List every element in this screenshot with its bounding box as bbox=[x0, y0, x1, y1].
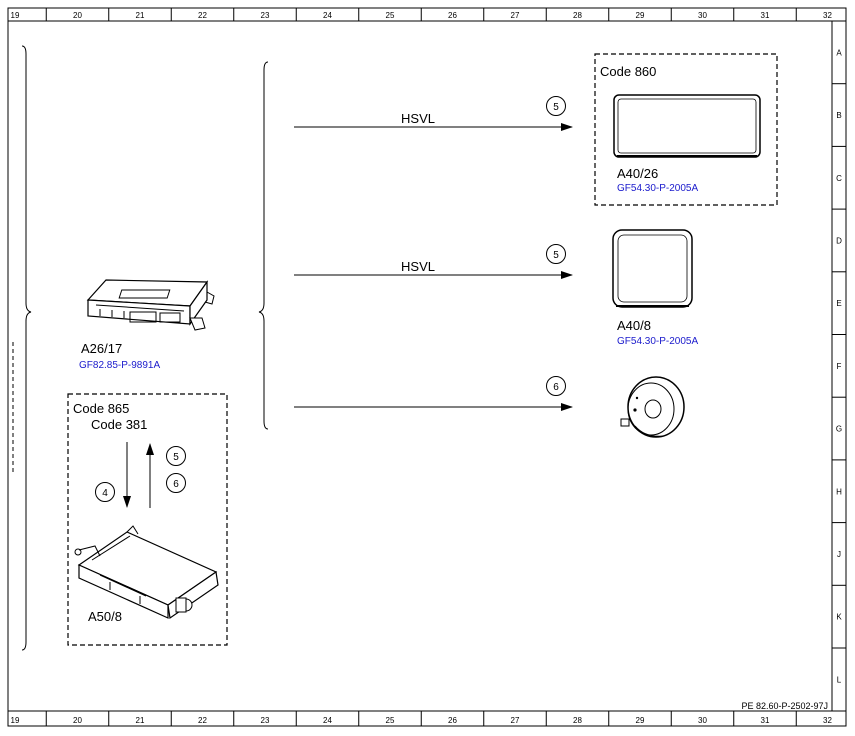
column-label-26: 26 bbox=[448, 716, 457, 725]
column-label-25: 25 bbox=[386, 716, 395, 725]
step-badge-down bbox=[95, 482, 115, 502]
a26-17-id: A26/17 bbox=[81, 341, 122, 356]
speaker-illustration bbox=[620, 376, 685, 438]
column-label-20: 20 bbox=[73, 716, 82, 725]
column-label-28: 28 bbox=[573, 11, 582, 20]
step-number-up-2: 6 bbox=[173, 479, 179, 490]
column-label-30: 30 bbox=[698, 11, 707, 20]
row-label-G: G bbox=[836, 425, 842, 434]
middle-brace bbox=[258, 61, 269, 430]
signal-line-2-label: HSVL bbox=[401, 259, 435, 274]
column-label-22: 22 bbox=[198, 11, 207, 20]
row-label-C: C bbox=[836, 174, 842, 183]
row-label-B: B bbox=[836, 111, 841, 120]
row-label-F: F bbox=[837, 362, 842, 371]
code-381-label: Code 381 bbox=[91, 417, 147, 432]
column-label-31: 31 bbox=[761, 716, 770, 725]
row-label-A: A bbox=[836, 48, 842, 57]
column-label-19: 19 bbox=[11, 11, 20, 20]
column-label-29: 29 bbox=[636, 11, 645, 20]
step-badge-up-1 bbox=[166, 446, 186, 466]
column-label-20: 20 bbox=[73, 11, 82, 20]
column-label-23: 23 bbox=[261, 716, 270, 725]
column-label-23: 23 bbox=[261, 11, 270, 20]
step-badge-up-2 bbox=[166, 473, 186, 493]
a40-8-doc-ref[interactable]: GF54.30-P-2005A bbox=[617, 336, 698, 347]
a50-8-id: A50/8 bbox=[88, 609, 122, 624]
control-unit-a26-17-illustration bbox=[86, 279, 215, 331]
step-number-up-1: 5 bbox=[173, 452, 179, 463]
column-label-26: 26 bbox=[448, 11, 457, 20]
step-number-down: 4 bbox=[102, 488, 108, 499]
display-a40-26-illustration bbox=[613, 94, 761, 158]
display-a40-8-illustration bbox=[612, 229, 693, 308]
step-number-line-2: 5 bbox=[553, 250, 559, 261]
column-label-28: 28 bbox=[573, 716, 582, 725]
a40-8-id: A40/8 bbox=[617, 318, 651, 333]
column-label-24: 24 bbox=[323, 11, 332, 20]
top-column-ruler: 19 20 21 22 23 24 25 26 27 28 29 30 31 32 bbox=[11, 8, 832, 21]
column-label-24: 24 bbox=[323, 716, 332, 725]
a40-26-id: A40/26 bbox=[617, 166, 658, 181]
a40-26-doc-ref[interactable]: GF54.30-P-2005A bbox=[617, 183, 698, 194]
signal-line-1-label: HSVL bbox=[401, 111, 435, 126]
column-label-29: 29 bbox=[636, 716, 645, 725]
column-label-27: 27 bbox=[511, 716, 520, 725]
step-badge-line-3 bbox=[546, 376, 566, 396]
column-label-21: 21 bbox=[136, 716, 145, 725]
sheet-frame bbox=[7, 7, 847, 727]
a26-17-doc-ref[interactable]: GF82.85-P-9891A bbox=[79, 360, 160, 371]
row-label-H: H bbox=[836, 487, 842, 496]
right-row-ruler: A B C D E F G H J K L bbox=[832, 20, 846, 684]
column-label-19: 19 bbox=[11, 716, 20, 725]
row-label-L: L bbox=[837, 675, 842, 684]
step-number-line-1: 5 bbox=[553, 102, 559, 113]
column-label-22: 22 bbox=[198, 716, 207, 725]
code-865-box bbox=[67, 393, 228, 646]
code-865-label: Code 865 bbox=[73, 401, 129, 416]
code-860-label: Code 860 bbox=[600, 64, 656, 79]
column-label-32: 32 bbox=[823, 716, 832, 725]
column-label-30: 30 bbox=[698, 716, 707, 725]
row-label-K: K bbox=[836, 613, 842, 622]
column-label-32: 32 bbox=[823, 11, 832, 20]
document-code: PE 82.60-P-2502-97J bbox=[741, 701, 828, 711]
column-label-25: 25 bbox=[386, 11, 395, 20]
left-brace bbox=[21, 45, 32, 651]
module-a50-8-illustration bbox=[74, 525, 219, 620]
column-label-27: 27 bbox=[511, 11, 520, 20]
row-label-D: D bbox=[836, 236, 842, 245]
column-label-21: 21 bbox=[136, 11, 145, 20]
step-number-line-3: 6 bbox=[553, 382, 559, 393]
column-label-31: 31 bbox=[761, 11, 770, 20]
step-badge-line-1 bbox=[546, 96, 566, 116]
row-label-J: J bbox=[837, 550, 841, 559]
step-badge-line-2 bbox=[546, 244, 566, 264]
bottom-column-ruler: 19 20 21 22 23 24 25 26 27 28 29 30 31 32 bbox=[11, 711, 832, 726]
code-860-box bbox=[594, 53, 778, 206]
row-label-E: E bbox=[836, 299, 841, 308]
